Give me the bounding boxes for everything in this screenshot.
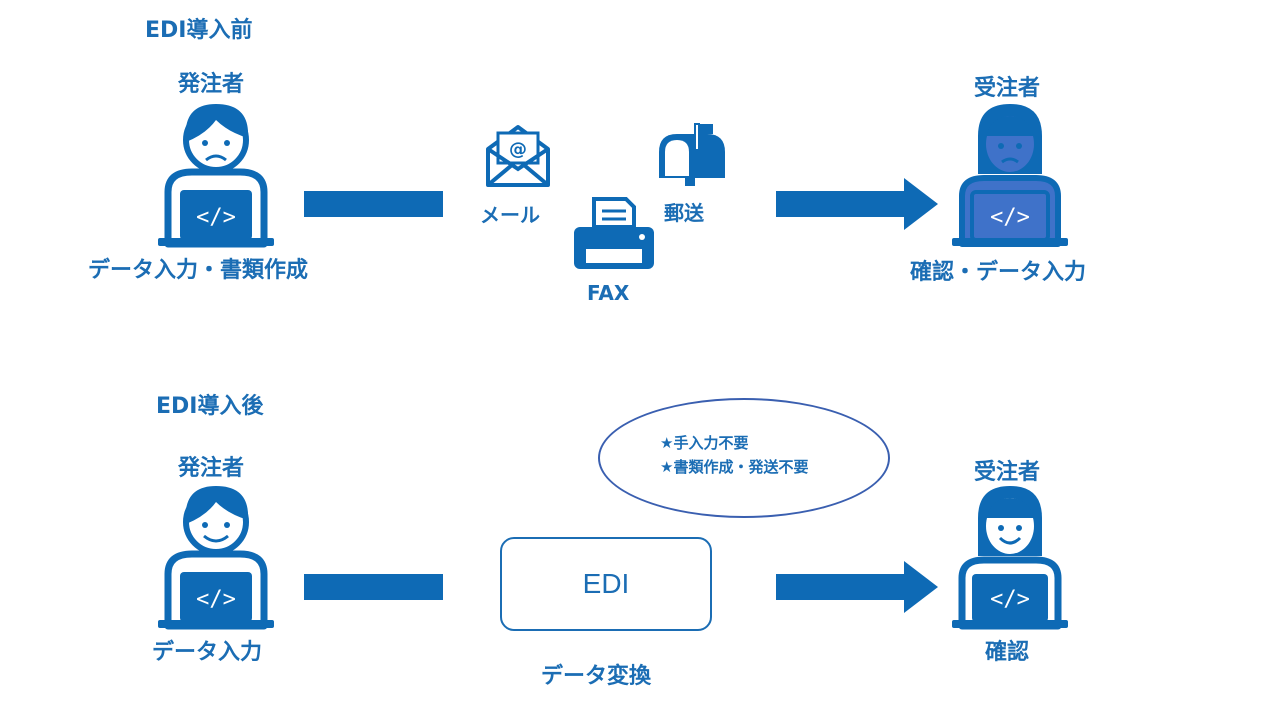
arrow-right-icon bbox=[776, 178, 938, 230]
arrow-right-icon bbox=[776, 561, 938, 613]
receiver-before-figure: </> bbox=[952, 104, 1068, 247]
person-laptop-icon: </> bbox=[158, 104, 274, 248]
receiver-action-after: 確認 bbox=[985, 640, 1030, 665]
fax-machine-icon bbox=[574, 197, 654, 269]
benefit-oval bbox=[598, 398, 890, 518]
connector-bar-before bbox=[304, 191, 443, 217]
channel-mail-label: メール bbox=[480, 203, 540, 227]
person-laptop-icon: </> bbox=[158, 486, 274, 630]
section-title-after: EDI導入後 bbox=[156, 394, 264, 419]
receiver-after-figure: </> bbox=[952, 486, 1068, 630]
receiver-action-before: 確認・データ入力 bbox=[910, 260, 1087, 285]
receiver-label-after: 受注者 bbox=[974, 460, 1041, 485]
section-title-before: EDI導入前 bbox=[145, 18, 253, 43]
benefit-note-1: ★手入力不要 bbox=[660, 434, 749, 452]
svg-text:</>: </> bbox=[196, 205, 236, 230]
svg-text:</>: </> bbox=[990, 587, 1030, 612]
mailbox-icon bbox=[659, 123, 725, 186]
edi-box: EDI bbox=[500, 537, 712, 631]
orderer-label-before: 発注者 bbox=[178, 72, 245, 97]
svg-text:</>: </> bbox=[990, 205, 1030, 230]
orderer-after-figure: </> bbox=[158, 486, 274, 630]
svg-text:</>: </> bbox=[196, 587, 236, 612]
orderer-action-after: データ入力 bbox=[152, 640, 263, 665]
channel-post-label: 郵送 bbox=[664, 201, 704, 225]
benefit-note-2: ★書類作成・発送不要 bbox=[660, 458, 809, 476]
channel-fax-label: FAX bbox=[587, 281, 630, 305]
orderer-before-figure: </> bbox=[158, 104, 274, 248]
svg-text:@: @ bbox=[509, 139, 527, 160]
edi-caption: データ変換 bbox=[541, 664, 652, 689]
orderer-action-before: データ入力・書類作成 bbox=[88, 258, 309, 283]
receiver-label-before: 受注者 bbox=[974, 76, 1041, 101]
person-laptop-icon: </> bbox=[952, 104, 1068, 247]
edi-box-label: EDI bbox=[582, 568, 630, 599]
connector-bar-after bbox=[304, 574, 443, 600]
person-laptop-icon: </> bbox=[952, 486, 1068, 630]
envelope-icon: @ bbox=[486, 125, 550, 187]
orderer-label-after: 発注者 bbox=[178, 456, 245, 481]
